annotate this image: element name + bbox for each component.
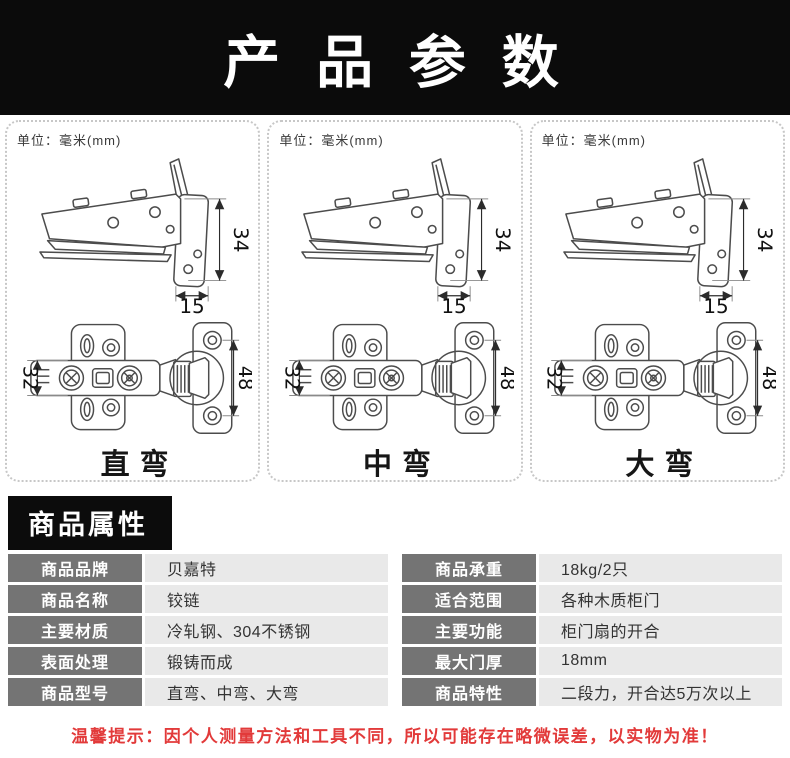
attribute-value: 冷轧钢、304不锈钢 xyxy=(145,616,388,644)
hinge-top-view-diagram: 32 48 xyxy=(18,321,252,435)
attribute-value: 铰链 xyxy=(145,585,388,613)
dimension-side-height: 34 xyxy=(491,227,511,252)
attribute-label: 主要材质 xyxy=(8,616,142,644)
hinge-variant-label: 中弯 xyxy=(362,449,441,481)
attribute-label: 主要功能 xyxy=(402,616,536,644)
attribute-label: 最大门厚 xyxy=(402,647,536,675)
attribute-row: 表面处理 锻铸而成 xyxy=(8,647,388,675)
attribute-value: 贝嘉特 xyxy=(145,554,388,582)
attribute-row: 主要功能 柜门扇的开合 xyxy=(402,616,782,644)
attribute-value: 直弯、中弯、大弯 xyxy=(145,678,388,706)
page-title: 产 品 参 数 xyxy=(223,29,567,96)
attributes-right-column: 商品承重 18kg/2只 适合范围 各种木质柜门 主要功能 柜门扇的开合 最大门… xyxy=(402,554,782,709)
attribute-label: 商品特性 xyxy=(402,678,536,706)
dimension-arm-width: 32 xyxy=(543,366,566,391)
hinge-side-view-diagram: 34 15 xyxy=(301,158,511,315)
attribute-label: 适合范围 xyxy=(402,585,536,613)
diagram-panels: 单位：毫米(mm) xyxy=(0,115,790,482)
attribute-value: 锻铸而成 xyxy=(145,647,388,675)
dimension-arm-width: 32 xyxy=(281,366,304,391)
attributes-section-title: 商品属性 xyxy=(8,496,172,550)
unit-label: 单位：毫米(mm) xyxy=(541,133,646,148)
unit-label: 单位：毫米(mm) xyxy=(279,133,384,148)
dimension-side-depth: 15 xyxy=(704,294,729,315)
attribute-row: 商品型号 直弯、中弯、大弯 xyxy=(8,678,388,706)
attribute-label: 商品品牌 xyxy=(8,554,142,582)
dimension-plate-height: 48 xyxy=(234,366,252,391)
hinge-variant-label: 大弯 xyxy=(625,449,704,481)
attribute-row: 主要材质 冷轧钢、304不锈钢 xyxy=(8,616,388,644)
attribute-value: 各种木质柜门 xyxy=(539,585,782,613)
attribute-row: 适合范围 各种木质柜门 xyxy=(402,585,782,613)
unit-label: 单位：毫米(mm) xyxy=(17,133,122,148)
attribute-row: 商品品牌 贝嘉特 xyxy=(8,554,388,582)
hinge-variant-label: 直弯 xyxy=(100,449,179,481)
attribute-value: 18kg/2只 xyxy=(539,554,782,582)
hinge-side-view-diagram: 34 15 xyxy=(38,158,249,315)
hinge-panel: 单位：毫米(mm) xyxy=(267,120,523,482)
dimension-arm-width: 32 xyxy=(18,366,41,391)
attribute-value: 柜门扇的开合 xyxy=(539,616,782,644)
hinge-top-view-diagram: 32 48 xyxy=(543,321,776,435)
dimension-plate-height: 48 xyxy=(758,366,776,391)
attribute-label: 表面处理 xyxy=(8,647,142,675)
dimension-side-depth: 15 xyxy=(441,294,466,315)
attribute-label: 商品承重 xyxy=(402,554,536,582)
hinge-panel: 单位：毫米(mm) xyxy=(529,120,785,482)
measurement-disclaimer: 温馨提示：因个人测量方法和工具不同，所以可能存在略微误差，以实物为准！ xyxy=(71,727,719,746)
product-attributes-section: 商品属性 商品品牌 贝嘉特 商品名称 铰链 主要材质 冷轧钢、304不锈钢 表面… xyxy=(0,482,790,709)
dimension-side-depth: 15 xyxy=(179,294,204,315)
page-header-banner: 产 品 参 数 xyxy=(0,0,790,115)
attributes-left-column: 商品品牌 贝嘉特 商品名称 铰链 主要材质 冷轧钢、304不锈钢 表面处理 锻铸… xyxy=(8,554,388,709)
attribute-label: 商品型号 xyxy=(8,678,142,706)
attribute-row: 商品承重 18kg/2只 xyxy=(402,554,782,582)
attribute-label: 商品名称 xyxy=(8,585,142,613)
attribute-row: 商品特性 二段力，开合达5万次以上 xyxy=(402,678,782,706)
attribute-row: 商品名称 铰链 xyxy=(8,585,388,613)
dimension-side-height: 34 xyxy=(753,227,773,252)
dimension-plate-height: 48 xyxy=(496,366,514,391)
hinge-panel: 单位：毫米(mm) xyxy=(5,120,261,482)
attribute-row: 最大门厚 18mm xyxy=(402,647,782,675)
attribute-value: 二段力，开合达5万次以上 xyxy=(539,678,782,706)
dimension-side-height: 34 xyxy=(228,227,248,252)
attributes-table: 商品品牌 贝嘉特 商品名称 铰链 主要材质 冷轧钢、304不锈钢 表面处理 锻铸… xyxy=(8,554,782,709)
hinge-side-view-diagram: 34 15 xyxy=(563,158,773,315)
attribute-value: 18mm xyxy=(539,647,782,675)
hinge-top-view-diagram: 32 48 xyxy=(281,321,514,435)
